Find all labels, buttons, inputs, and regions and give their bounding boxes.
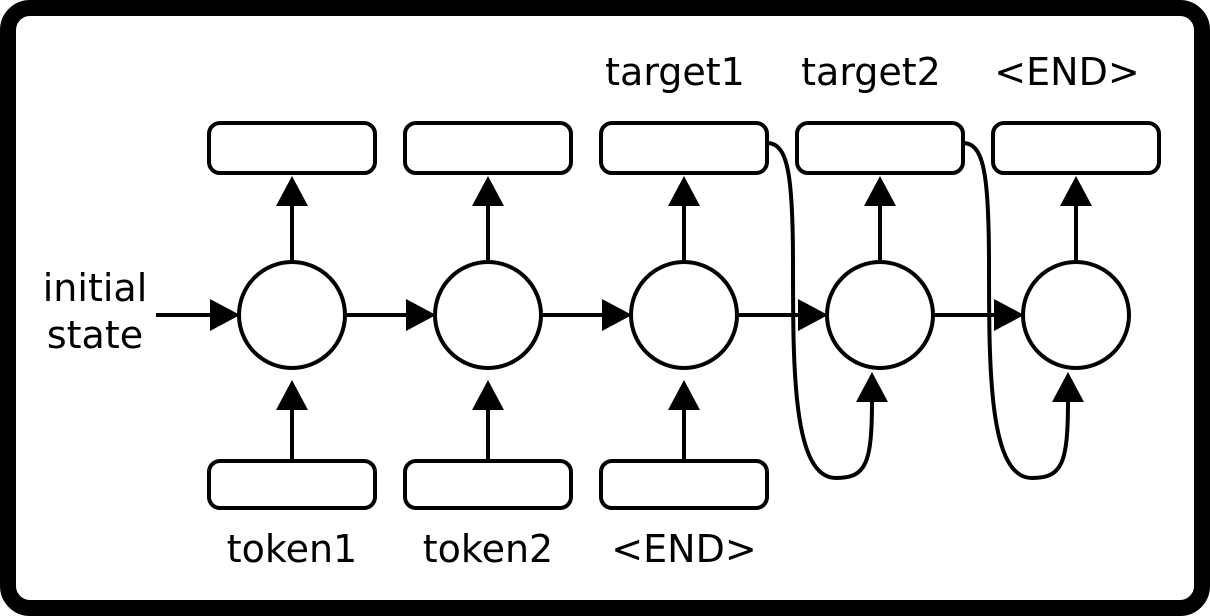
timestep-column-1: token1	[207, 121, 436, 571]
rnn-cell-4[interactable]	[825, 260, 935, 370]
cell-to-output-arrow-4	[864, 176, 896, 262]
cell-to-cell-arrow-1-2	[345, 299, 436, 331]
input-label-1: token1	[227, 527, 357, 571]
input-to-cell-arrow-2	[472, 380, 504, 461]
input-box-3[interactable]	[599, 459, 769, 510]
cell-to-cell-arrow-3-4	[737, 299, 828, 331]
input-to-cell-arrow-1	[276, 380, 308, 461]
input-label-3: <END>	[611, 527, 756, 571]
output-box-4[interactable]	[795, 121, 965, 175]
output-label-4: target2	[801, 50, 941, 94]
input-box-1[interactable]	[207, 459, 377, 510]
initial-state-label-line1: initial	[43, 266, 148, 310]
cell-to-output-arrow-2	[472, 176, 504, 262]
feedback-curve-3-to-4	[766, 141, 888, 481]
output-box-5[interactable]	[991, 121, 1161, 175]
cell-to-output-arrow-3	[668, 176, 700, 262]
cell-to-cell-arrow-4-5	[933, 299, 1024, 331]
cell-to-output-arrow-1	[276, 176, 308, 262]
output-box-2[interactable]	[403, 121, 573, 175]
output-box-1[interactable]	[207, 121, 377, 175]
cell-to-cell-arrow-2-3	[541, 299, 632, 331]
timestep-column-5: <END>	[991, 50, 1161, 370]
rnn-cell-2[interactable]	[433, 260, 543, 370]
rnn-cell-1[interactable]	[237, 260, 347, 370]
feedback-curve-4-to-5	[962, 141, 1084, 481]
timestep-column-4: target2	[795, 50, 1024, 370]
output-label-3: target1	[605, 50, 745, 94]
output-box-3[interactable]	[599, 121, 769, 175]
rnn-cell-5[interactable]	[1021, 260, 1131, 370]
output-label-5: <END>	[994, 50, 1139, 94]
timestep-column-2: token2	[403, 121, 632, 571]
input-label-2: token2	[423, 527, 553, 571]
rnn-cell-3[interactable]	[629, 260, 739, 370]
cell-to-output-arrow-5	[1060, 176, 1092, 262]
initial-state-label-line2: state	[47, 313, 143, 357]
input-to-cell-arrow-3	[668, 380, 700, 461]
initial-state-arrow	[156, 299, 240, 331]
timestep-column-3: <END> target1	[599, 50, 828, 571]
input-box-2[interactable]	[403, 459, 573, 510]
